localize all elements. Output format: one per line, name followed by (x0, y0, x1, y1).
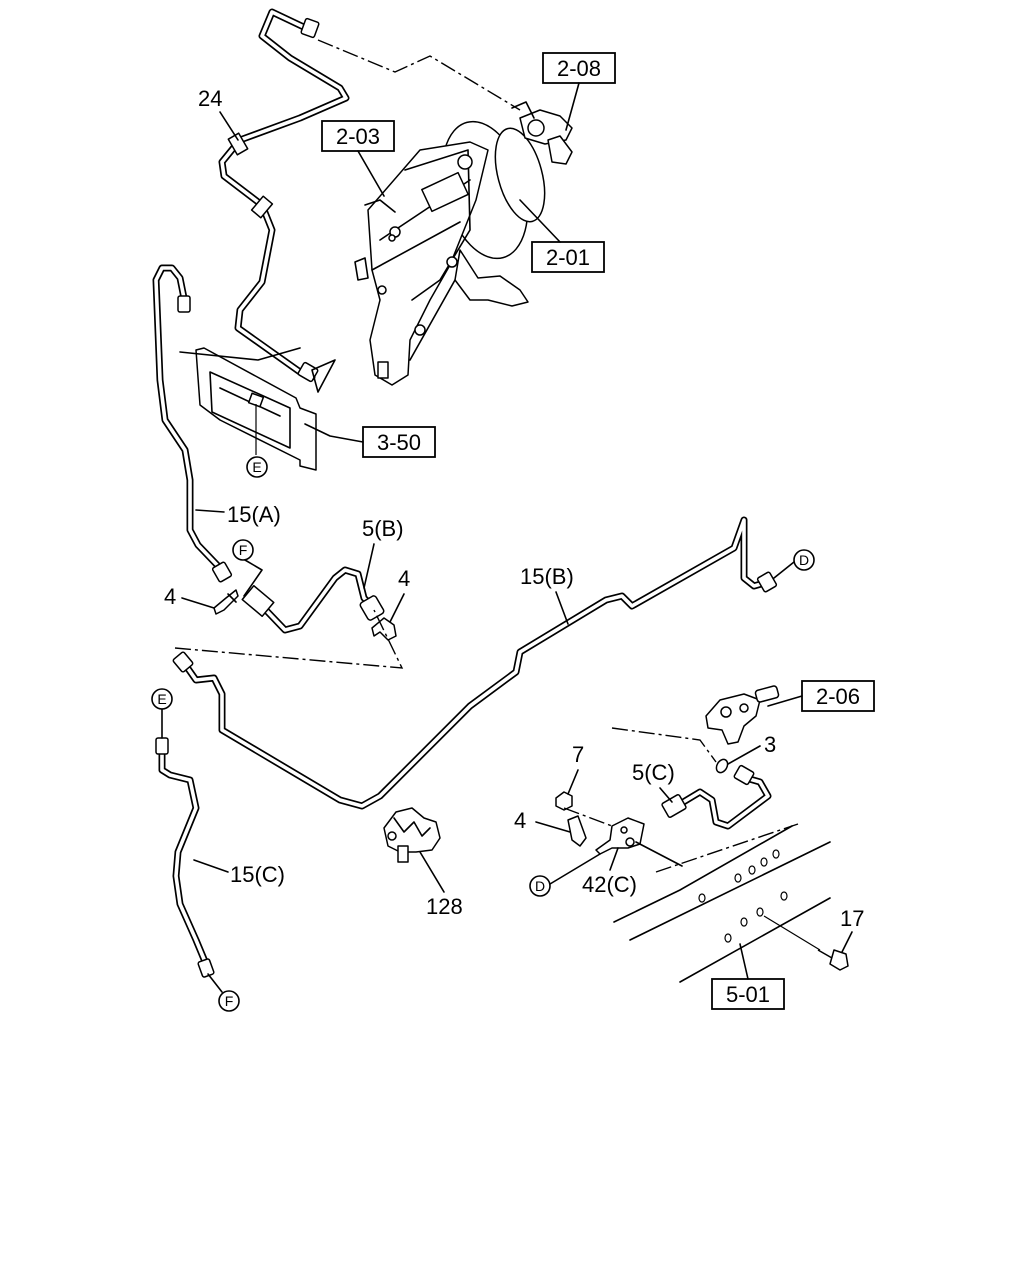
pipe-15c (155, 737, 215, 978)
pipe-15a (152, 264, 233, 583)
leader-24 (219, 111, 239, 141)
frame-rail-5-01 (613, 823, 831, 983)
label-15c: 15(C) (230, 862, 285, 887)
ref-label-3-50: 3-50 (377, 430, 421, 455)
leader-2-03 (357, 150, 385, 197)
leader-4-mid (389, 593, 405, 623)
reference-line-42c (563, 807, 613, 827)
ref-label-2-03: 2-03 (336, 124, 380, 149)
pipe-24 (218, 8, 350, 383)
ref-label-2-08: 2-08 (557, 56, 601, 81)
pipe-15b (172, 516, 778, 810)
ref-box-2-08[interactable]: 2-08 (542, 52, 616, 84)
label-5c: 5(C) (632, 760, 675, 785)
ref-label-2-06: 2-06 (816, 684, 860, 709)
ref-label-2-01: 2-01 (546, 245, 590, 270)
connector-D-upper-label: D (799, 552, 809, 568)
leader-15c (193, 859, 229, 873)
reference-line-2-06 (611, 727, 717, 763)
leader-2-01 (519, 199, 561, 243)
nut-7 (555, 791, 573, 811)
leader-3 (727, 745, 761, 765)
clip-4-right (567, 815, 587, 847)
leader-15a (195, 509, 225, 513)
leader-F-1 (243, 559, 263, 597)
bolt-17 (763, 915, 849, 971)
leader-128 (419, 851, 445, 893)
leader-4-right (535, 821, 571, 833)
connector-D-upper[interactable]: D (793, 549, 815, 571)
connector-E-upper-label: E (252, 459, 261, 475)
connector-F-upper-label: F (239, 542, 248, 558)
label-15a: 15(A) (227, 502, 281, 527)
label-3: 3 (764, 732, 776, 757)
ref-box-3-50[interactable]: 3-50 (362, 426, 436, 458)
connector-D-lower[interactable]: D (529, 875, 551, 897)
ref-box-2-06[interactable]: 2-06 (801, 680, 875, 712)
leader-5-01 (739, 943, 749, 980)
connector-E-lower[interactable]: E (151, 688, 173, 710)
bracket-3-50 (179, 347, 317, 471)
leader-4-left (181, 597, 215, 609)
reference-line-clip (174, 609, 404, 669)
label-24: 24 (198, 86, 222, 111)
connector-F-upper[interactable]: F (232, 539, 254, 561)
reference-line-24-to-2-08 (317, 39, 521, 111)
ring-3 (715, 758, 729, 774)
connector-F-lower[interactable]: F (218, 990, 240, 1012)
leader-42c (609, 847, 619, 871)
part-128-block (383, 807, 441, 863)
label-4-mid: 4 (398, 566, 410, 591)
leader-2-08 (565, 82, 580, 131)
leader-7 (567, 769, 579, 795)
leader-5b (363, 543, 375, 589)
hose-5c (661, 764, 772, 830)
bracket-42c (595, 817, 645, 855)
ref-box-2-03[interactable]: 2-03 (321, 120, 395, 152)
leader-2-06 (767, 695, 803, 707)
leader-5c (659, 787, 673, 803)
clip-4-mid (371, 617, 397, 641)
ref-label-5-01: 5-01 (726, 982, 770, 1007)
proportioning-valve-2-06 (705, 685, 780, 745)
pipe-clip-bracket (311, 359, 336, 393)
ref-box-5-01[interactable]: 5-01 (711, 978, 785, 1010)
label-42c: 42(C) (582, 872, 637, 897)
label-5b: 5(B) (362, 516, 404, 541)
label-4-right: 4 (514, 808, 526, 833)
label-4-left: 4 (164, 584, 176, 609)
connector-E-upper[interactable]: E (246, 456, 268, 478)
leader-15b (555, 591, 569, 625)
leader-42c-frame (635, 841, 683, 867)
brake-booster-assembly (354, 101, 573, 386)
leader-F-lower (207, 973, 223, 993)
connector-E-lower-label: E (157, 691, 166, 707)
label-15b: 15(B) (520, 564, 574, 589)
leader-17 (841, 931, 853, 953)
connector-F-lower-label: F (225, 993, 234, 1009)
clip-4-left (213, 589, 239, 615)
label-128: 128 (426, 894, 463, 919)
label-17: 17 (840, 906, 864, 931)
connector-D-lower-label: D (535, 878, 545, 894)
leader-D-lower (549, 853, 601, 885)
leader-3-50 (304, 423, 364, 443)
leader-D-upper (773, 561, 795, 579)
hose-5b (241, 566, 385, 634)
label-7: 7 (572, 742, 584, 767)
ref-box-2-01[interactable]: 2-01 (531, 241, 605, 273)
